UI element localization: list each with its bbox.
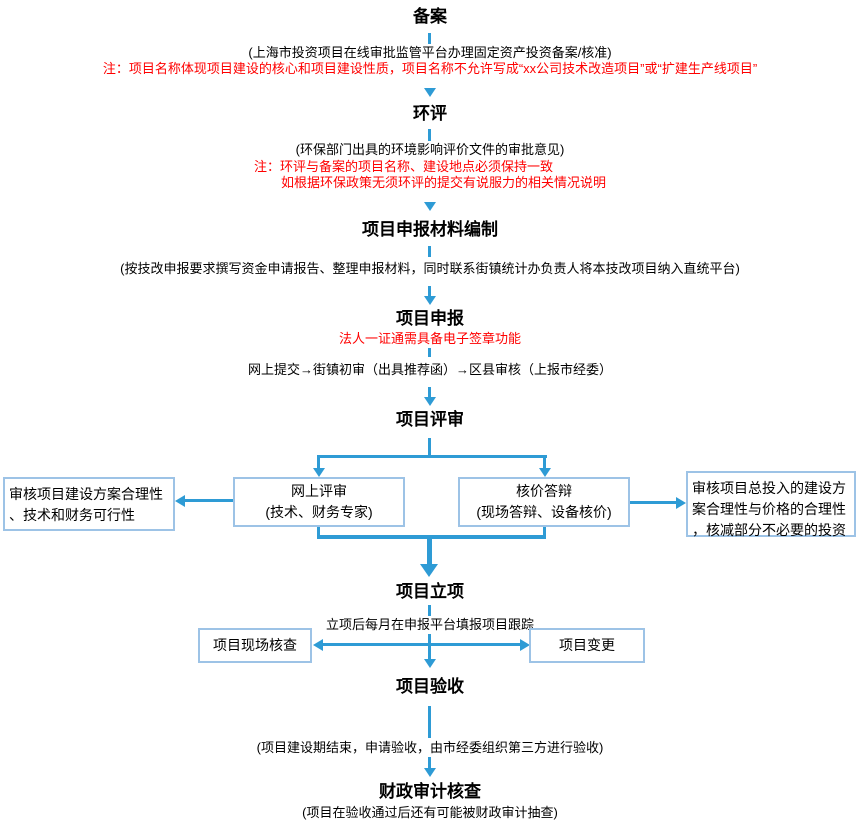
step-title-approval: 项目立项 [396, 582, 464, 601]
step-title-material-preparation: 项目申报材料编制 [362, 220, 498, 239]
box-project-change: 项目变更 [529, 628, 645, 663]
arrow-down-icon [424, 88, 436, 97]
step-title-review: 项目评审 [396, 410, 464, 429]
connector-line [428, 286, 431, 296]
arrow-left-icon [313, 639, 323, 651]
step-title-audit: 财政审计核查 [379, 782, 481, 801]
step-desc-material-preparation: (按技改申报要求撰写资金申请报告、整理申报材料，同时联系街镇统计办负责人将本技改… [120, 261, 740, 276]
connector-line-dashed [428, 605, 431, 616]
connector-line [630, 501, 677, 504]
branch-line [317, 455, 320, 468]
box-price-defense: 核价答辩 (现场答辩、设备核价) [458, 477, 630, 527]
box-online-review-line2: (技术、财务专家) [265, 504, 373, 520]
connector-line [428, 33, 431, 44]
connector-line [184, 499, 233, 502]
step-note-eia-line2: 如根据环保政策无须环评的提交有说服力的相关情况说明 [280, 175, 606, 190]
arrow-down-icon [539, 468, 551, 477]
arrow-down-icon [424, 397, 436, 406]
connector-line [428, 706, 431, 738]
arrow-down-icon [420, 564, 438, 577]
box-price-defense-line2: (现场答辩、设备核价) [476, 504, 612, 520]
step-note-application: 法人一证通需具备电子签章功能 [338, 331, 521, 346]
connector-line [428, 246, 431, 257]
step-desc-audit: (项目在验收通过后还有可能被财政审计抽查) [302, 805, 558, 820]
connector-line [428, 348, 431, 357]
arrow-down-icon [313, 468, 325, 477]
arrow-down-icon [424, 768, 436, 777]
branch-line [543, 455, 546, 468]
box-project-change-label: 项目变更 [559, 637, 615, 653]
box-price-defense-line1: 核价答辩 [516, 483, 572, 499]
arrow-down-icon [424, 202, 436, 211]
branch-line [317, 455, 547, 458]
step-title-filing: 备案 [413, 7, 447, 26]
box-online-review: 网上评审 (技术、财务专家) [233, 477, 405, 527]
step-title-application: 项目申报 [396, 309, 464, 328]
box-review-criteria-right-line1: 审核项目总投入的建设方 [692, 480, 846, 496]
connector-line [427, 535, 432, 564]
step-note-eia-line1: 注：环评与备案的项目名称、建设地点必须保持一致 [253, 159, 553, 174]
box-review-criteria-left-line2: 、技术和财务可行性 [9, 507, 135, 523]
connector-line [428, 387, 431, 397]
box-site-check: 项目现场核查 [198, 628, 312, 663]
box-online-review-line1: 网上评审 [291, 483, 347, 499]
branch-line [543, 527, 546, 537]
box-site-check-label: 项目现场核查 [213, 637, 297, 653]
step-desc-application: 网上提交→街镇初审（出具推荐函）→区县审核（上报市经委） [247, 362, 612, 377]
connector-line [428, 634, 431, 659]
box-review-criteria-right-line3: ，核减部分不必要的投资 [692, 522, 846, 538]
connector-line [428, 757, 431, 768]
step-title-eia: 环评 [413, 104, 447, 123]
branch-line [428, 438, 431, 457]
step-desc-acceptance: (项目建设期结束，申请验收，由市经委组织第三方进行验收) [256, 740, 604, 755]
arrow-right-icon [676, 497, 686, 509]
branch-line [317, 527, 320, 537]
step-desc-eia: (环保部门出具的环境影响评价文件的审批意见) [295, 142, 565, 157]
step-desc-approval: 立项后每月在申报平台填报项目跟踪 [325, 617, 534, 632]
arrow-left-icon [175, 495, 185, 507]
step-note-filing: 注：项目名称体现项目建设的核心和项目建设性质，项目名称不允许写成“xx公司技术改… [102, 61, 758, 76]
box-review-criteria-left-line1: 审核项目建设方案合理性 [9, 486, 163, 502]
connector-line [428, 129, 431, 141]
step-desc-filing: (上海市投资项目在线审批监管平台办理固定资产投资备案/核准) [248, 45, 612, 60]
connector-line [322, 643, 521, 646]
arrow-down-icon [424, 659, 436, 668]
step-note-eia: 注：环评与备案的项目名称、建设地点必须保持一致 如根据环保政策无须环评的提交有说… [0, 159, 860, 192]
box-review-criteria-right: 审核项目总投入的建设方 案合理性与价格的合理性 ，核减部分不必要的投资 [686, 471, 856, 538]
step-title-acceptance: 项目验收 [396, 677, 464, 696]
arrow-down-icon [424, 296, 436, 305]
box-review-criteria-right-line2: 案合理性与价格的合理性 [692, 501, 846, 517]
arrow-right-icon [520, 639, 530, 651]
box-review-criteria-left: 审核项目建设方案合理性 、技术和财务可行性 [3, 477, 175, 531]
